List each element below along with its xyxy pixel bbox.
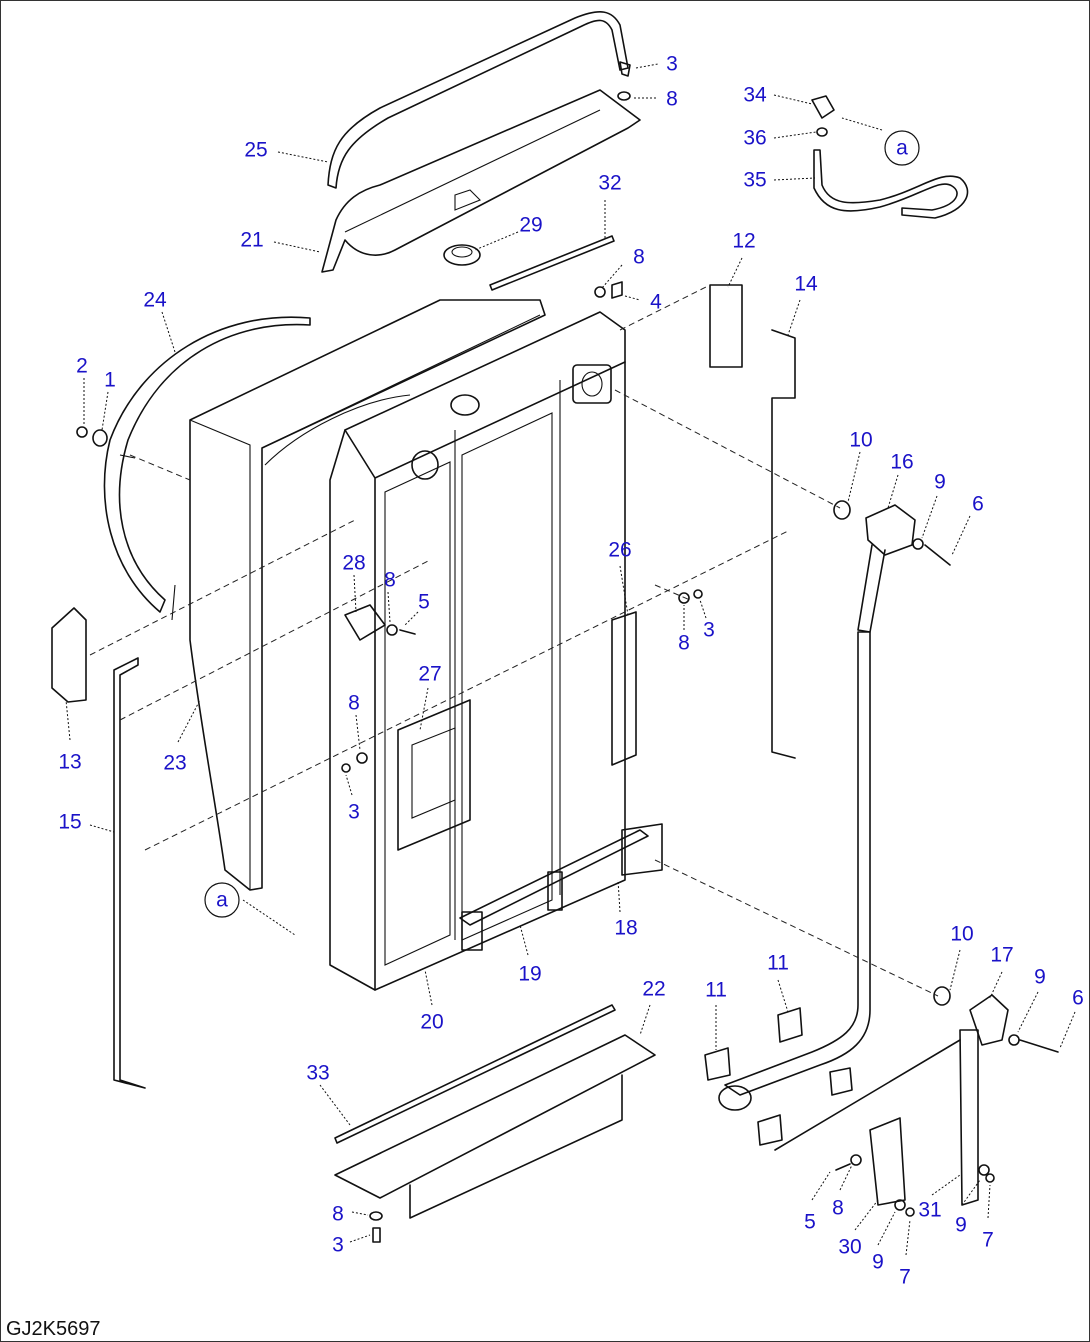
callout-13: 13 bbox=[58, 751, 81, 774]
part-21-top-cover bbox=[321, 89, 641, 273]
callout-21: 21 bbox=[240, 229, 263, 252]
fasteners bbox=[76, 61, 1059, 1243]
callout-11: 11 bbox=[767, 952, 789, 975]
callout-23: 23 bbox=[163, 752, 186, 775]
callout-19: 19 bbox=[518, 963, 541, 986]
reference-marker-label: a bbox=[896, 137, 908, 160]
part-17-lower-mount-pipe bbox=[718, 631, 1009, 1206]
part-28-bracket bbox=[344, 604, 386, 641]
part-26-bracket bbox=[611, 611, 637, 766]
part-14-seal-strip bbox=[771, 329, 796, 759]
callout-4: 4 bbox=[650, 291, 662, 314]
callout-22: 22 bbox=[642, 978, 665, 1001]
callout-25: 25 bbox=[244, 139, 267, 162]
callout-30: 30 bbox=[838, 1236, 861, 1259]
callout-8: 8 bbox=[332, 1203, 344, 1226]
part-27-handle bbox=[397, 699, 471, 851]
part-11-clips bbox=[704, 1007, 853, 1146]
callout-3: 3 bbox=[332, 1234, 344, 1257]
part-29-grommet bbox=[443, 244, 481, 266]
callout-9: 9 bbox=[872, 1251, 884, 1274]
callout-12: 12 bbox=[732, 230, 755, 253]
callout-35: 35 bbox=[743, 169, 766, 192]
callout-3: 3 bbox=[348, 801, 360, 824]
callout-16: 16 bbox=[890, 451, 913, 474]
callout-36: 36 bbox=[743, 127, 766, 150]
callout-2: 2 bbox=[76, 355, 88, 378]
callout-34: 34 bbox=[743, 84, 767, 107]
callout-8: 8 bbox=[348, 692, 360, 715]
part-35-drain-hose bbox=[813, 149, 969, 219]
callout-17: 17 bbox=[990, 944, 1013, 967]
part-24-fan-shroud-ring bbox=[103, 316, 311, 621]
callout-9: 9 bbox=[1034, 966, 1046, 989]
part-22-bottom-plate bbox=[334, 1034, 656, 1219]
callout-8: 8 bbox=[384, 569, 396, 592]
alignment-lines bbox=[89, 284, 939, 997]
callout-9: 9 bbox=[934, 471, 946, 494]
reference-marker-label: a bbox=[216, 889, 228, 912]
callout-29: 29 bbox=[519, 214, 542, 237]
callout-27: 27 bbox=[418, 663, 441, 686]
callout-20: 20 bbox=[420, 1011, 443, 1034]
part-36-clamp bbox=[816, 127, 828, 137]
part-19-lower-bar bbox=[459, 829, 649, 951]
callout-6: 6 bbox=[1072, 987, 1084, 1010]
part-25-hose bbox=[327, 11, 629, 189]
callout-31: 31 bbox=[918, 1199, 941, 1222]
callout-8: 8 bbox=[666, 88, 678, 111]
callout-18: 18 bbox=[614, 917, 637, 940]
part-20-radiator-frame bbox=[329, 311, 626, 991]
callout-5: 5 bbox=[418, 591, 430, 614]
callout-10: 10 bbox=[950, 923, 973, 946]
callout-28: 28 bbox=[342, 552, 365, 575]
part-15-seal-strip bbox=[113, 657, 146, 1089]
callout-1: 1 bbox=[104, 369, 116, 392]
callout-9: 9 bbox=[955, 1214, 967, 1237]
part-23-shroud-housing bbox=[189, 299, 546, 891]
part-34-drain-valve bbox=[811, 95, 835, 119]
callout-15: 15 bbox=[58, 811, 81, 834]
part-18-bracket bbox=[621, 823, 663, 876]
callout-26: 26 bbox=[608, 539, 631, 562]
reference-marker-bottom: a bbox=[204, 882, 240, 918]
part-32-strip bbox=[489, 235, 615, 291]
callout-3: 3 bbox=[666, 53, 678, 76]
callout-8: 8 bbox=[832, 1197, 844, 1220]
callout-33: 33 bbox=[306, 1062, 329, 1085]
part-12-seal-block bbox=[709, 284, 743, 368]
callout-5: 5 bbox=[804, 1211, 816, 1234]
callout-7: 7 bbox=[899, 1266, 911, 1289]
callout-32: 32 bbox=[598, 172, 621, 195]
callout-8: 8 bbox=[678, 632, 690, 655]
part-33-strip bbox=[334, 1004, 616, 1144]
reference-marker-top: a bbox=[884, 130, 920, 166]
drawing-code: GJ2K5697 bbox=[6, 1318, 101, 1340]
callout-24: 24 bbox=[143, 289, 167, 312]
callout-3: 3 bbox=[703, 619, 715, 642]
callout-labels: 1 2 3 3 3 3 4 5 5 6 6 7 7 8 8 8 8 8 8 8 … bbox=[58, 53, 1084, 1289]
callout-8: 8 bbox=[633, 246, 645, 269]
callout-7: 7 bbox=[982, 1229, 994, 1252]
callout-10: 10 bbox=[849, 429, 872, 452]
leader-lines bbox=[65, 63, 1076, 1256]
part-13-seal-block bbox=[51, 607, 87, 703]
callout-6: 6 bbox=[972, 493, 984, 516]
part-16-upper-mount bbox=[857, 504, 916, 633]
callout-11: 11 bbox=[705, 979, 727, 1002]
callout-14: 14 bbox=[794, 273, 818, 296]
